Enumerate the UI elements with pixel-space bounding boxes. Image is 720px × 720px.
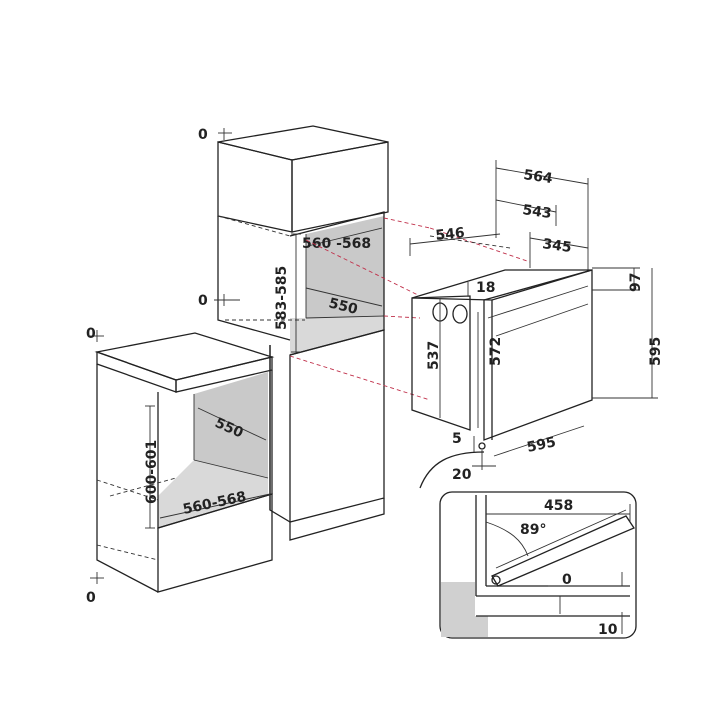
base-niche-floor [158,460,268,528]
oven-top-gap-label: 18 [476,280,495,296]
door-gap-top-label: 0 [562,572,572,588]
niche-tall-depth-label: 550 [327,295,359,318]
oven-height-total-label: 595 [648,337,664,366]
oven [411,269,593,450]
tall-niche-floor [290,316,384,355]
base-cab-bottom-zero: 0 [86,590,96,606]
oven-height-front-label: 572 [488,337,504,366]
niche-tall-height-label: 583-585 [274,266,290,330]
oven-depth-top-label: 345 [541,236,572,256]
oven-side-hole-right [452,304,468,324]
oven-height-body-label: 537 [426,341,442,370]
door-depth-label: 458 [544,498,573,514]
tall-cab-mid-zero: 0 [198,293,208,309]
base-cabinet-dims [90,330,271,584]
oven-depth-built-label: 546 [435,225,466,244]
niche-base-height-label: 600-601 [144,440,160,504]
tall-cab-top-zero: 0 [198,127,208,143]
oven-bottom-gap-label: 5 [452,431,462,447]
niche-tall-width-label: 560 -568 [302,236,371,252]
oven-depth-body-label: 543 [521,202,552,222]
tall-cabinet-dims [214,128,383,353]
door-gap-bottom-label: 10 [598,622,618,638]
oven-width-label: 595 [526,434,558,456]
oven-side-offset-label: 20 [452,467,472,483]
base-cabinet [94,332,275,593]
door-angle-label: 89° [520,522,546,538]
oven-panel-height-label: 97 [628,273,644,292]
base-niche-back [194,372,268,478]
door-detail [419,451,637,639]
red-leader-lines [289,217,531,401]
oven-depth-total-label: 564 [522,167,553,187]
base-cab-top-zero: 0 [86,326,96,342]
oven-dims [409,160,658,470]
